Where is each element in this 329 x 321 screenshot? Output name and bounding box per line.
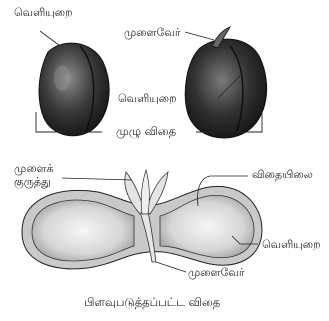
whole-seed-left (39, 43, 109, 136)
caption-whole-seed: முழு விதை (114, 125, 178, 138)
split-seed (22, 170, 262, 269)
label-cotyledon: விதையிலை (252, 168, 313, 181)
label-radicle-bottom: முளைவேர் (188, 266, 245, 279)
label-seed-coat-top-right: வெளியுறை (118, 92, 177, 105)
label-seed-coat-top-left: வெளியுறை (14, 6, 73, 19)
label-seed-coat-bottom: வெளியுறை (262, 238, 321, 251)
caption-split-seed: பிளவுபடுத்தப்பட்ட விதை (84, 296, 220, 309)
label-plumule: முளைக் குருத்து (14, 162, 58, 188)
whole-seed-right (185, 27, 266, 138)
label-radicle-top: முளைவேர் (124, 26, 181, 39)
